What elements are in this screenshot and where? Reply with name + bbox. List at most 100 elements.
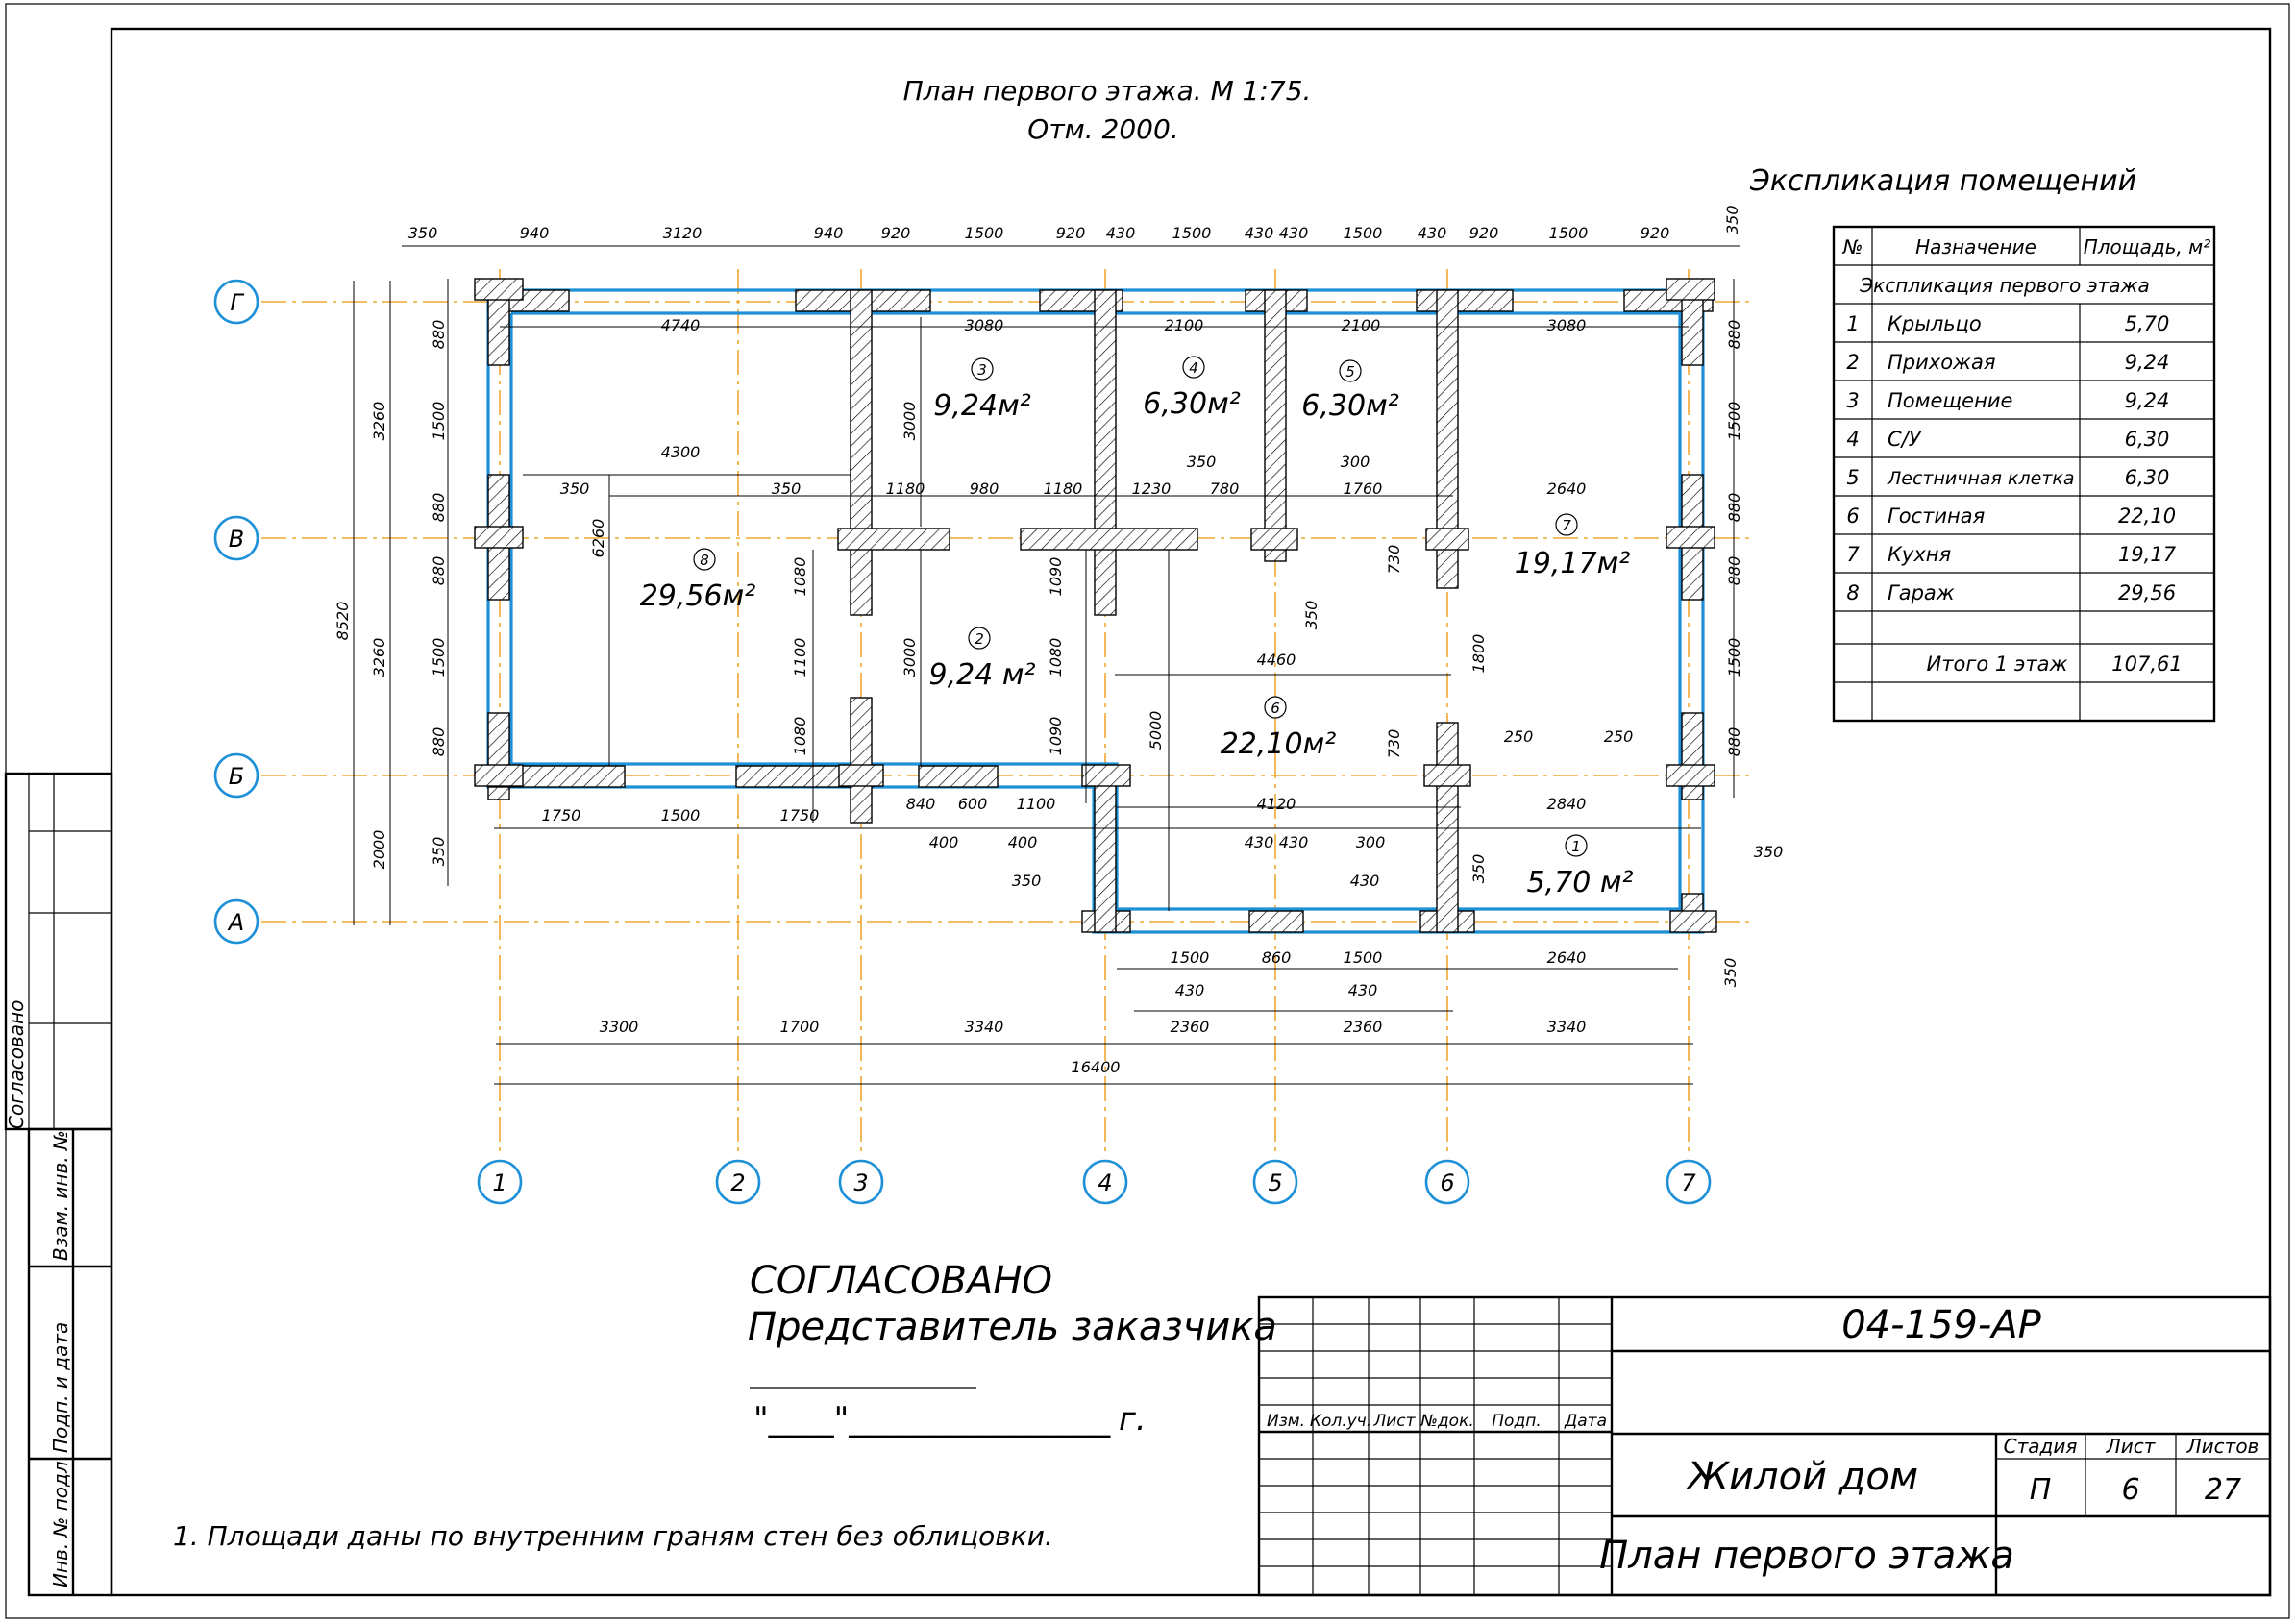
dim-inner-top-0: 4740 [661, 316, 701, 334]
tb-sheets-label: Листов [2186, 1435, 2259, 1458]
room-5-number: 5 [1345, 363, 1355, 381]
title-block: Изм. Кол.уч. Лист №док. Подп. Дата 04-15… [1257, 1295, 2272, 1597]
stamp-inv-label: Инв. № подл. [49, 1455, 72, 1587]
dim-int-4: 980 [970, 480, 999, 498]
dim-int-17: 1080 [791, 717, 809, 756]
explication-section: Экспликация первого этажа [1859, 274, 2150, 297]
dim-int-32: 430 [1245, 833, 1274, 851]
dim-inner-top-1: 3080 [965, 316, 1004, 334]
explication-total-label: Итого 1 этаж [1927, 652, 2068, 676]
row-5-area: 6,30 [2125, 466, 2170, 489]
dim-bottom4-0: 3300 [600, 1018, 639, 1036]
tb-header-2: Лист [1372, 1412, 1416, 1431]
side-stamp: Согласовано Взам. инв. № Подп. и дата Ин… [4, 772, 113, 1597]
row-5-name: Лестничная клетка [1887, 468, 2075, 489]
tb-sheets: 27 [2205, 1473, 2241, 1507]
explication-col-area: Площадь, м² [2084, 235, 2211, 258]
dim-int-8: 350 [1187, 453, 1217, 471]
axis-bubbles-numbers: 1 2 3 4 5 6 7 [477, 1159, 1712, 1205]
row-1-no: 1 [1846, 312, 1859, 335]
dim-int-1: 350 [560, 480, 590, 498]
approval-subtitle: Представитель заказчика [748, 1305, 1277, 1349]
dim-int-5: 1180 [1044, 480, 1083, 498]
dim-bottom3-0: 430 [1175, 981, 1205, 999]
dim-bottom4-1: 1700 [780, 1018, 820, 1036]
tb-header-1: Кол.уч. [1310, 1412, 1371, 1431]
dim-int-31: 350 [1012, 872, 1042, 890]
tb-stage: П [2030, 1473, 2052, 1507]
row-4-area: 6,30 [2125, 428, 2170, 451]
row-4-no: 4 [1846, 428, 1859, 451]
dim-int-35: 430 [1350, 872, 1380, 890]
dim-int-2: 350 [772, 480, 802, 498]
dim-top-1: 940 [520, 224, 550, 242]
row-2-no: 2 [1846, 351, 1859, 374]
dim-right-3: 880 [1725, 556, 1743, 586]
approval-date-line: "____"________________ [753, 1400, 1111, 1439]
row-2-area: 9,24 [2125, 351, 2170, 374]
room-6-area: 22,10м² [1221, 727, 1337, 761]
dim-int-21: 5000 [1147, 711, 1165, 750]
explication-col-name: Назначение [1915, 235, 2036, 258]
row-3-no: 3 [1846, 389, 1859, 412]
dim-left-inner-3: 880 [430, 556, 448, 586]
room-labels: 8 29,56м² 3 9,24м² 4 6,30м² 5 6,30м² 7 1… [640, 356, 1634, 899]
dim-bottom4-5: 3340 [1547, 1018, 1587, 1036]
row-6-name: Гостиная [1888, 504, 1985, 528]
room-6-number: 6 [1271, 700, 1280, 717]
dim-right-2: 880 [1725, 493, 1743, 523]
dim-int-6: 1230 [1132, 480, 1172, 498]
dim-inner-top-4: 3080 [1547, 316, 1587, 334]
dim-int-14: 3000 [901, 638, 919, 677]
tb-code: 04-159-АР [1841, 1303, 2041, 1347]
approval-title: СОГЛАСОВАНО [750, 1259, 1052, 1303]
explication-col-no: № [1842, 235, 1863, 258]
dim-bottom4-4: 2360 [1344, 1018, 1383, 1036]
walls [474, 278, 1717, 933]
dim-int-23: 350 [1302, 601, 1320, 630]
row-1-name: Крыльцо [1888, 312, 1982, 335]
room-7-area: 19,17м² [1515, 547, 1631, 580]
dim-top-3: 940 [814, 224, 844, 242]
room-2-number: 2 [975, 630, 984, 648]
explication-table: Экспликация помещений № Назначение Площа… [1749, 164, 2216, 723]
dimension-lines [353, 245, 1740, 1085]
dim-int-30: 400 [1008, 833, 1038, 851]
dim-total: 16400 [1072, 1058, 1121, 1076]
dim-top-11: 1500 [1344, 224, 1383, 242]
row-1-area: 5,70 [2125, 312, 2170, 335]
dim-bottom2-3: 2640 [1547, 948, 1587, 967]
tb-header-3: №док. [1419, 1412, 1474, 1431]
axis-label-3: 3 [853, 1169, 868, 1196]
dim-top-9: 430 [1245, 224, 1274, 242]
dim-left-inner-5: 880 [430, 727, 448, 757]
dim-int-3: 1180 [886, 480, 925, 498]
room-2-area: 9,24 м² [929, 658, 1036, 692]
dim-bottom2-1: 860 [1262, 948, 1292, 967]
row-8-no: 8 [1846, 581, 1859, 604]
room-7-number: 7 [1562, 517, 1571, 534]
tb-header-4: Подп. [1492, 1412, 1541, 1431]
dim-int-13: 3000 [901, 402, 919, 441]
dim-int-20: 1090 [1047, 717, 1065, 756]
stamp-agreed-label: Согласовано [5, 1000, 28, 1129]
dim-bottom1-4: 600 [958, 795, 988, 813]
row-3-name: Помещение [1888, 389, 2012, 412]
explication-heading: Экспликация помещений [1749, 164, 2136, 198]
row-6-no: 6 [1846, 504, 1859, 528]
dim-left-outer: 8520 [333, 602, 352, 641]
dim-int-7: 780 [1210, 480, 1240, 498]
dim-top-16: 350 [1723, 205, 1741, 234]
dim-top-5: 1500 [965, 224, 1004, 242]
dim-bottom1-7: 2840 [1547, 795, 1587, 813]
dim-int-15: 1080 [791, 557, 809, 597]
row-7-area: 19,17 [2118, 543, 2177, 566]
row-8-area: 29,56 [2118, 581, 2176, 604]
room-3-area: 9,24м² [933, 389, 1030, 423]
dim-inner-top-2: 2100 [1165, 316, 1204, 334]
room-1-number: 1 [1571, 838, 1581, 855]
dim-top-12: 430 [1418, 224, 1447, 242]
tb-header-0: Изм. [1267, 1412, 1305, 1431]
dim-bottom2-0: 1500 [1171, 948, 1210, 967]
